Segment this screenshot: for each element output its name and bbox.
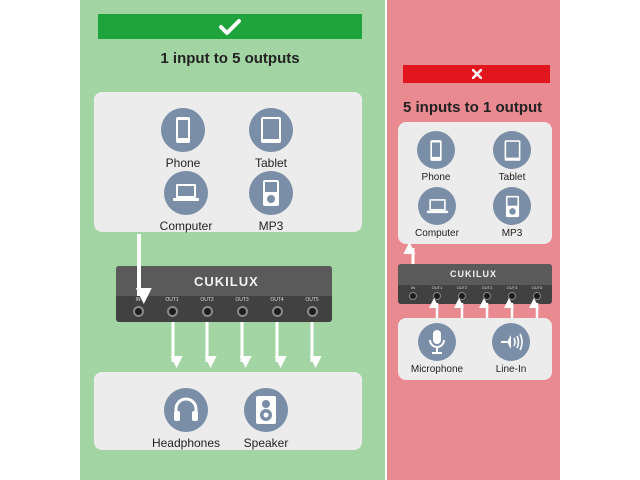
tablet-icon: [493, 131, 531, 169]
audio-jack-in: [409, 292, 417, 300]
tablet-icon: [249, 108, 293, 152]
source-label: Tablet: [254, 156, 288, 170]
left-source-tablet: Tablet: [241, 108, 301, 170]
left-source-phone: Phone: [153, 108, 213, 170]
left-audio-splitter-device: CUKILUX IN OUT1 OUT2 OUT3 OUT4 OUT5: [116, 266, 332, 322]
left-source-mp3: MP3: [241, 171, 301, 233]
source-label: MP3: [258, 219, 284, 233]
cross-icon: [471, 69, 482, 79]
laptop-icon: [164, 171, 208, 215]
brand-logo: CUKILUX: [450, 269, 497, 279]
brand-logo: CUKILUX: [194, 274, 259, 289]
right-input-line-in: Line-In: [488, 323, 534, 375]
source-label: Computer: [415, 228, 459, 239]
correct-heading: 1 input to 5 outputs: [160, 50, 300, 67]
audio-jack-out: [202, 306, 213, 317]
incorrect-heading: 5 inputs to 1 output: [403, 99, 543, 116]
source-label: Phone: [165, 156, 201, 170]
port-label: OUT4: [506, 285, 518, 290]
microphone-icon: [418, 323, 456, 361]
port-label: OUT3: [481, 285, 493, 290]
right-source-mp3: MP3: [489, 187, 535, 239]
audio-jack-out: [307, 306, 318, 317]
line-in-icon: [492, 323, 530, 361]
phone-icon: [417, 131, 455, 169]
port-label: IN: [411, 285, 415, 290]
right-input-microphone: Microphone: [407, 323, 467, 375]
audio-jack-out: [167, 306, 178, 317]
laptop-icon: [418, 187, 456, 225]
port-label: OUT2: [456, 285, 468, 290]
right-source-phone: Phone: [413, 131, 459, 183]
source-label: Phone: [421, 172, 451, 183]
right-source-computer: Computer: [411, 187, 463, 239]
phone-icon: [161, 108, 205, 152]
source-label: Tablet: [498, 172, 526, 183]
right-source-tablet: Tablet: [489, 131, 535, 183]
port-label: OUT1: [165, 297, 179, 303]
incorrect-banner: [403, 65, 550, 83]
input-label: Microphone: [410, 364, 464, 375]
audio-jack-out: [237, 306, 248, 317]
port-label: OUT3: [235, 297, 249, 303]
checkmark-icon: [219, 18, 241, 35]
port-label: OUT4: [270, 297, 284, 303]
audio-jack-out: [272, 306, 283, 317]
correct-banner: [98, 14, 362, 39]
left-output-arrows: [170, 322, 322, 368]
port-label: OUT5: [531, 285, 543, 290]
left-outputs-card: [94, 372, 362, 450]
left-sources-card: [94, 92, 362, 232]
right-audio-splitter-device: CUKILUX IN OUT1 OUT2 OUT3 OUT4 OUT5: [398, 264, 552, 304]
audio-jack-in: [133, 306, 144, 317]
output-label: Headphones: [151, 436, 221, 450]
source-label: MP3: [501, 228, 523, 239]
port-label: OUT1: [431, 285, 443, 290]
output-label: Speaker: [243, 436, 289, 450]
left-output-speaker: Speaker: [236, 388, 296, 450]
right-input-arrows: [429, 298, 539, 318]
source-label: Computer: [159, 219, 213, 233]
mp3-player-icon: [249, 171, 293, 215]
input-label: Line-In: [495, 364, 527, 375]
port-label: OUT2: [200, 297, 214, 303]
headphones-icon: [164, 388, 208, 432]
port-label: OUT5: [305, 297, 319, 303]
left-source-computer: Computer: [153, 171, 219, 233]
mp3-player-icon: [493, 187, 531, 225]
left-output-headphones: Headphones: [151, 388, 221, 450]
speaker-icon: [244, 388, 288, 432]
